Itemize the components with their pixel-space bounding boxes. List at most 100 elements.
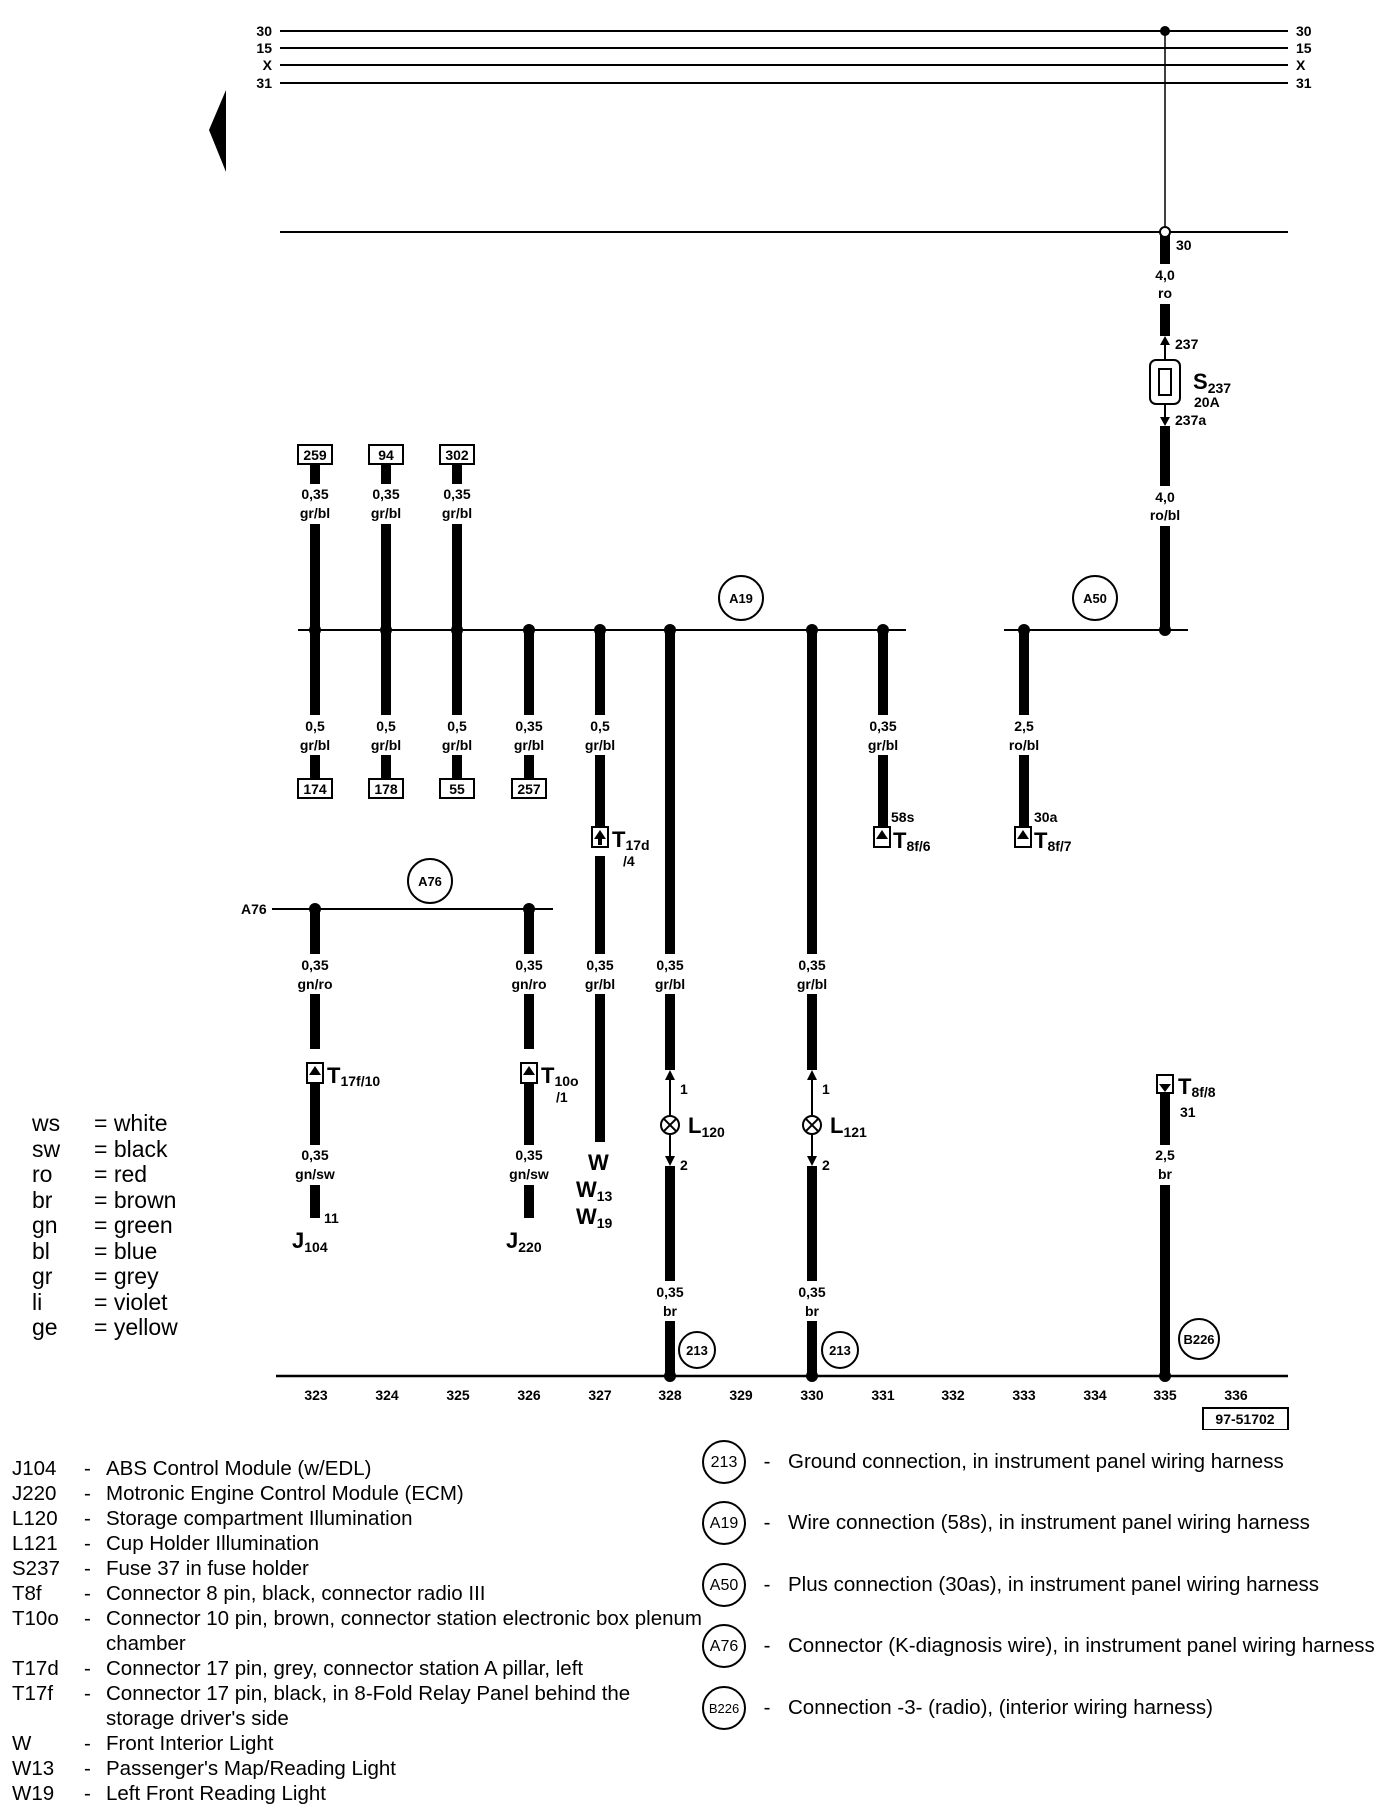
legend-desc: Storage compartment Illumination	[106, 1507, 413, 1530]
connection-circle: B226	[702, 1686, 746, 1730]
legend-row: W -Front Interior Light	[12, 1731, 702, 1756]
footer-number: 330	[800, 1387, 824, 1403]
connector-pin-arrow-icon	[1017, 830, 1029, 839]
connection-desc: Connection -3- (radio), (interior wiring…	[788, 1696, 1213, 1719]
legend-dash: -	[84, 1557, 91, 1580]
legend-code: T8f	[12, 1582, 42, 1605]
fuse-pin-in: 237	[1175, 336, 1199, 352]
rail-label-left: 30	[256, 23, 272, 39]
wire-label-color: gn/sw	[295, 1166, 335, 1182]
splice-circle-a19: A19	[718, 575, 764, 621]
top-wire-labels: 0,35 gr/bl 0,35 gr/bl 0,35 gr/bl	[293, 484, 479, 524]
reference-box[interactable]: 302	[445, 447, 469, 463]
wire-label-color: br	[663, 1303, 678, 1319]
color-key-row: sw = black	[32, 1135, 192, 1163]
reference-box[interactable]: 257	[517, 781, 541, 797]
connector-t8f7: T8f/7	[1034, 828, 1072, 854]
wire-label-gauge: 0,5	[376, 718, 396, 734]
rail-label-left: 31	[256, 75, 272, 91]
legend-desc: Fuse 37 in fuse holder	[106, 1557, 309, 1580]
reference-box[interactable]: 174	[303, 781, 327, 797]
legend-row: L121-Cup Holder Illumination	[12, 1531, 702, 1556]
previous-page-arrow-icon[interactable]	[209, 90, 226, 172]
component-w19: W19	[576, 1204, 613, 1231]
legend-desc: Connector 17 pin, black, in 8-Fold Relay…	[106, 1682, 631, 1730]
legend-code: L120	[12, 1507, 58, 1530]
legend-dash: -	[84, 1657, 91, 1680]
legend-code: S237	[12, 1557, 60, 1580]
rail-label-right: 15	[1296, 40, 1312, 56]
legend-desc: Left Front Reading Light	[106, 1782, 326, 1805]
wire-label-gauge: 2,5	[1014, 718, 1034, 734]
footer-number: 323	[304, 1387, 328, 1403]
reference-box[interactable]: 55	[449, 781, 465, 797]
footer-number: 333	[1012, 1387, 1036, 1403]
wire-label-color: gn/sw	[509, 1166, 549, 1182]
fuse-pin-arrow-icon	[1160, 336, 1170, 345]
color-code: bl	[32, 1237, 50, 1264]
color-key-row: li= violet	[32, 1288, 192, 1316]
rail-label-right: 30	[1296, 23, 1312, 39]
reference-box[interactable]: 259	[303, 447, 327, 463]
legend-code: T17d	[12, 1657, 59, 1680]
component-l120: L120	[688, 1113, 725, 1140]
legend-row: T17d-Connector 17 pin, grey, connector s…	[12, 1656, 702, 1681]
component-legend: J104-ABS Control Module (w/EDL) J220-Mot…	[12, 1456, 702, 1806]
footer-number: 334	[1083, 1387, 1107, 1403]
legend-row: T10o-Connector 10 pin, brown, connector …	[12, 1606, 702, 1656]
color-name: = red	[94, 1161, 148, 1187]
fuse-pin-out: 237a	[1175, 412, 1206, 428]
color-name: = violet	[94, 1288, 168, 1315]
connection-legend-row: 213 - Ground connection, in instrument p…	[702, 1440, 1392, 1484]
color-key-row: gr= grey	[32, 1263, 192, 1290]
mid-wire-labels: 0,5 gr/bl 0,5 gr/bl 0,5 gr/bl 0,35 gr/bl…	[293, 715, 1046, 755]
legend-dash: -	[84, 1682, 91, 1705]
ground-junctions	[664, 1370, 1171, 1382]
connector-t8f7-pin: 30a	[1034, 809, 1058, 825]
color-key-row: gn= green	[32, 1212, 192, 1239]
wire-label-gauge: 0,5	[590, 718, 610, 734]
connection-circle: A76	[702, 1624, 746, 1668]
legend-dash: -	[84, 1732, 91, 1755]
wire-label-color: gn/ro	[512, 976, 547, 992]
legend-dash: -	[84, 1582, 91, 1605]
wire-label-color: gr/bl	[585, 976, 615, 992]
legend-row: T17f-Connector 17 pin, black, in 8-Fold …	[12, 1681, 702, 1731]
footer-number: 331	[871, 1387, 895, 1403]
legend-code: W	[12, 1732, 32, 1755]
footer-number: 332	[941, 1387, 965, 1403]
color-key-row: br= brown	[32, 1186, 192, 1214]
wire-label-gauge: 0,35	[301, 957, 328, 973]
wire-label-gauge: 0,35	[869, 718, 896, 734]
color-code: ge	[32, 1314, 58, 1340]
wire-label-gauge: 0,35	[515, 1147, 542, 1163]
wire-label-color: gr/bl	[442, 505, 472, 521]
connection-desc: Plus connection (30as), in instrument pa…	[788, 1573, 1319, 1596]
legend-dash: -	[84, 1507, 91, 1530]
color-code: sw	[32, 1135, 61, 1162]
legend-desc: Front Interior Light	[106, 1732, 274, 1755]
l120-pin2: 2	[680, 1157, 688, 1173]
wire-label-gauge: 0,35	[301, 486, 328, 502]
component-j104: J104	[292, 1228, 328, 1255]
color-code: br	[32, 1186, 53, 1213]
fuse-s237	[1149, 336, 1181, 426]
wire-label-gauge: 4,0	[1155, 267, 1175, 283]
legend-dash: -	[763, 1634, 771, 1657]
wire-label-color: gn/ro	[298, 976, 333, 992]
legend-row: J220-Motronic Engine Control Module (ECM…	[12, 1481, 702, 1506]
color-name: = black	[94, 1135, 168, 1162]
wire-label-color: gr/bl	[442, 737, 472, 753]
wire-label-gauge: 0,5	[447, 718, 467, 734]
component-w: W	[588, 1150, 609, 1175]
wire-label-color: br	[1158, 1166, 1173, 1182]
wire-label-color: ro	[1158, 285, 1172, 301]
color-code: ro	[32, 1161, 53, 1187]
lamp-l121	[802, 1070, 822, 1166]
legend-code: W19	[12, 1782, 55, 1805]
reference-box[interactable]: 94	[378, 447, 394, 463]
wire-label-color: gr/bl	[797, 976, 827, 992]
ground-circle-213: 213	[821, 1331, 859, 1369]
j104-pin: 11	[324, 1210, 339, 1226]
reference-box[interactable]: 178	[374, 781, 398, 797]
